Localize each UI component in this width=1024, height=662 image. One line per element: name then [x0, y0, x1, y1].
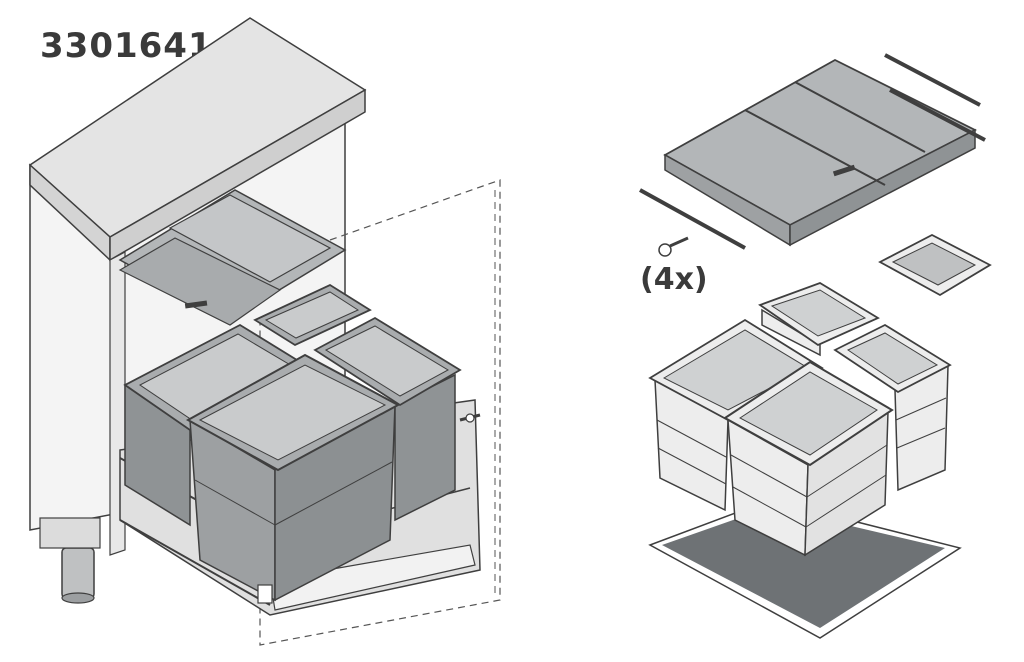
screw-icon	[658, 236, 689, 257]
slide-rail	[119, 519, 271, 606]
countertop-side-edge	[109, 88, 366, 262]
installed-cabinet-view	[28, 17, 501, 646]
product-code: 3301641	[40, 26, 213, 66]
perforated-floor	[269, 544, 476, 611]
mounting-rail-left	[639, 188, 746, 250]
cabinet-foot	[61, 547, 95, 599]
lid-frame-top	[663, 58, 977, 227]
exploded-parts-view	[639, 53, 992, 639]
mounting-rail-top	[884, 53, 981, 107]
screw-quantity-label: (4x)	[640, 262, 708, 297]
perforated-mat	[648, 499, 962, 639]
